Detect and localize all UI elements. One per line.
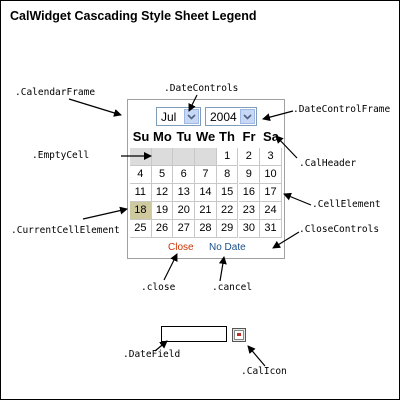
label-date-control-frame: .DateControlFrame	[293, 104, 391, 115]
empty-cell	[173, 148, 196, 166]
cell-element[interactable]: 30	[238, 220, 261, 238]
arrow-current-cell-element	[82, 206, 128, 220]
cell-element[interactable]: 15	[216, 184, 239, 202]
cell-element[interactable]: 25	[130, 220, 152, 238]
cell-element[interactable]: 31	[260, 220, 282, 238]
cell-element[interactable]: 8	[216, 166, 239, 184]
year-value: 2004	[210, 110, 237, 124]
cell-element[interactable]: 6	[173, 166, 196, 184]
close-link[interactable]: Close	[168, 242, 194, 253]
cell-element[interactable]: 24	[260, 202, 282, 220]
weekday-header: Su	[132, 129, 150, 144]
cell-element[interactable]: 10	[260, 166, 282, 184]
cell-element[interactable]: 4	[130, 166, 152, 184]
cell-element[interactable]: 17	[260, 184, 282, 202]
cell-element[interactable]: 19	[151, 202, 174, 220]
cell-element[interactable]: 7	[195, 166, 217, 184]
label-empty-cell: .EmptyCell	[32, 150, 90, 161]
arrow-cancel	[218, 256, 227, 282]
arrow-close-controls	[272, 231, 300, 249]
cell-element[interactable]: 27	[173, 220, 196, 238]
label-cell-element: .CellElement	[312, 199, 381, 210]
cell-element[interactable]: 16	[238, 184, 261, 202]
label-close-controls: .CloseControls	[299, 224, 380, 235]
arrow-date-control-frame	[262, 110, 294, 122]
cell-element[interactable]: 22	[216, 202, 239, 220]
cell-element[interactable]: 12	[151, 184, 174, 202]
label-calendar-frame: .CalendarFrame	[15, 87, 96, 98]
empty-cell	[151, 148, 174, 166]
cell-element[interactable]: 14	[195, 184, 217, 202]
arrow-cal-header	[275, 135, 298, 159]
arrow-close	[163, 253, 178, 281]
cell-element[interactable]: 20	[173, 202, 196, 220]
current-cell-element[interactable]: 18	[130, 202, 152, 220]
arrow-cell-element	[283, 192, 312, 206]
cell-element[interactable]: 11	[130, 184, 152, 202]
label-cal-icon: .CalIcon	[241, 366, 287, 377]
cell-element[interactable]: 1	[216, 148, 239, 166]
month-value: Jul	[161, 110, 177, 124]
arrow-date-controls	[188, 94, 198, 112]
arrow-calendar-frame	[68, 98, 122, 117]
cell-element[interactable]: 5	[151, 166, 174, 184]
weekday-header: Th	[219, 129, 235, 144]
chevron-down-icon[interactable]	[240, 109, 255, 124]
weekday-header: Mo	[153, 129, 172, 144]
weekday-header: We	[196, 129, 216, 144]
cell-element[interactable]: 9	[238, 166, 261, 184]
arrow-date-field	[154, 340, 168, 352]
weekday-header: Sa	[263, 129, 279, 144]
weekday-header: Tu	[176, 129, 192, 144]
cell-element[interactable]: 2	[238, 148, 261, 166]
date-field[interactable]	[161, 326, 227, 342]
cell-element[interactable]: 3	[260, 148, 282, 166]
cell-element[interactable]: 23	[238, 202, 261, 220]
calendar-icon[interactable]	[232, 328, 246, 342]
cell-element[interactable]: 13	[173, 184, 196, 202]
no-date-link[interactable]: No Date	[209, 242, 246, 253]
label-cancel: .cancel	[212, 282, 253, 293]
weekday-header: Fr	[242, 129, 256, 144]
label-cal-header: .CalHeader	[299, 158, 357, 169]
page-title: CalWidget Cascading Style Sheet Legend	[10, 9, 257, 23]
label-current-cell-element: .CurrentCellElement	[11, 225, 120, 236]
cell-element[interactable]: 29	[216, 220, 239, 238]
arrow-cal-icon	[247, 345, 266, 367]
label-date-controls: .DateControls	[164, 83, 239, 94]
cell-element[interactable]: 28	[195, 220, 217, 238]
cell-element[interactable]: 26	[151, 220, 174, 238]
empty-cell	[195, 148, 217, 166]
close-controls: Close No Date	[128, 242, 284, 256]
label-close: .close	[141, 282, 176, 293]
cell-element[interactable]: 21	[195, 202, 217, 220]
year-select[interactable]: 2004	[205, 107, 257, 126]
label-date-field: .DateField	[123, 349, 181, 360]
